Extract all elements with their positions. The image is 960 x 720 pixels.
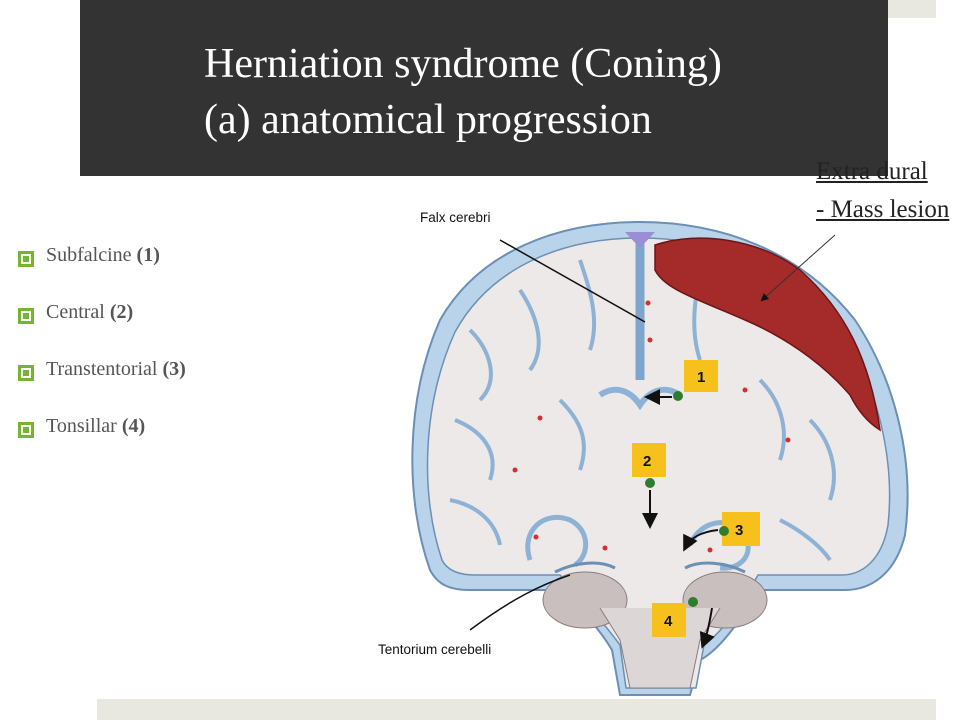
sulci-pattern xyxy=(449,259,836,562)
bullet-square-icon xyxy=(18,251,34,267)
mass-lesion-pointer xyxy=(760,234,836,302)
list-item-label: Central (2) xyxy=(46,301,134,323)
tentorium-right xyxy=(684,561,746,574)
herniation-marker-3: 3 xyxy=(683,512,760,552)
list-item-label: Tonsillar (4) xyxy=(46,415,146,437)
bullet-square-icon xyxy=(18,422,34,438)
title-banner xyxy=(80,0,888,176)
falx-pointer-line xyxy=(499,239,646,323)
shift-dot xyxy=(719,526,729,536)
herniation-marker-2: 2 xyxy=(632,443,666,529)
list-item-label: Subfalcine (1) xyxy=(46,244,160,266)
shift-dot xyxy=(645,478,655,488)
herniation-marker-1: 1 xyxy=(644,360,718,405)
shift-arrow xyxy=(683,529,719,552)
extradural-annotation-line-2: - Mass lesion xyxy=(816,196,950,223)
lateral-ventricle xyxy=(598,386,682,411)
svg-text:3: 3 xyxy=(735,522,743,539)
svg-text:4: 4 xyxy=(664,613,673,630)
top-accent-strip xyxy=(888,0,936,18)
brain-coronal-diagram: Falx cerebri Tentorium cerebelli 1 2 3 4 xyxy=(378,210,909,696)
sagittal-sinus xyxy=(625,232,655,248)
falx-cerebri-label: Falx cerebri xyxy=(420,210,491,225)
slide-title-line-1: Herniation syndrome (Coning) xyxy=(204,41,722,87)
tentorium-pointer-line xyxy=(469,574,571,631)
bottom-accent-bar xyxy=(97,699,936,720)
svg-text:1: 1 xyxy=(697,369,705,386)
slide-title-line-2: (a) anatomical progression xyxy=(204,97,652,143)
tentorium-cerebelli-label: Tentorium cerebelli xyxy=(378,642,491,657)
list-item-label: Transtentorial (3) xyxy=(46,358,186,380)
svg-text:2: 2 xyxy=(643,453,651,470)
shift-dot xyxy=(673,391,683,401)
extradural-mass-lesion xyxy=(654,237,881,432)
shift-dot xyxy=(688,597,698,607)
tentorium-left xyxy=(554,561,616,574)
extradural-annotation-line-1: Extra dural xyxy=(816,158,928,185)
bullet-square-icon xyxy=(18,308,34,324)
bullet-square-icon xyxy=(18,365,34,381)
herniation-marker-4: 4 xyxy=(652,597,715,649)
shift-arrow xyxy=(699,607,715,649)
vessel-dots xyxy=(512,300,791,553)
left-temporal-sulcus xyxy=(525,514,589,568)
